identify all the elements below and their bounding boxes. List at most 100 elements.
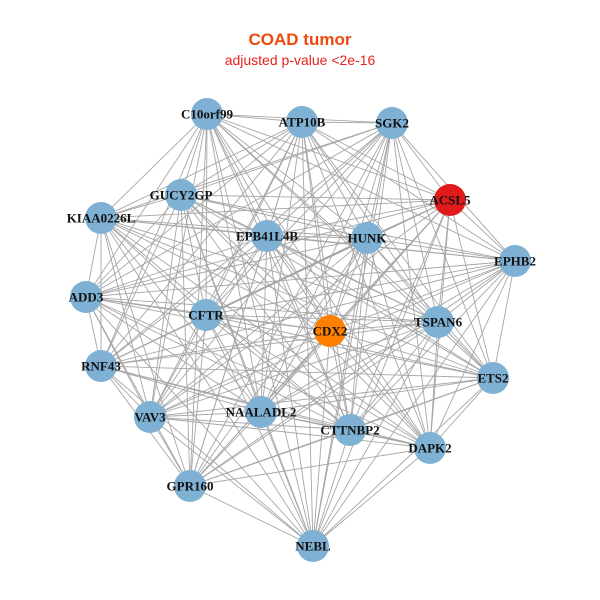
node-hunk[interactable]: [351, 222, 383, 254]
edge-TSPAN6-CTTNBP2: [349, 321, 439, 431]
edge-HUNK-ADD3: [85, 237, 368, 298]
node-cttnbp2[interactable]: [334, 414, 366, 446]
node-cftr[interactable]: [190, 299, 222, 331]
edge-RNF43-NEBL: [100, 365, 314, 547]
edge-ATP10B-DAPK2: [301, 121, 431, 449]
chart-title: COAD tumor: [248, 30, 352, 49]
node-gucy2gp[interactable]: [165, 179, 197, 211]
edge-EPHB2-ETS2: [492, 260, 516, 379]
edge-TSPAN6-RNF43: [100, 321, 439, 367]
node-c10orf99[interactable]: [191, 98, 223, 130]
node-label-add3: ADD3: [69, 290, 104, 305]
node-ephb2[interactable]: [499, 245, 531, 277]
edge-CFTR-CTTNBP2: [205, 314, 351, 431]
node-label-vav3: VAV3: [134, 410, 166, 425]
edge-NAALADL2-GPR160: [189, 411, 262, 487]
node-label-epb41l4b: EPB41L4B: [236, 229, 298, 244]
edge-GPR160-NEBL: [189, 485, 314, 547]
edge-EPB41L4B-HUNK: [266, 235, 368, 239]
edge-ADD3-NEBL: [85, 296, 314, 547]
node-ets2[interactable]: [477, 362, 509, 394]
edge-RNF43-NAALADL2: [100, 365, 262, 413]
edge-SGK2-GUCY2GP: [180, 122, 393, 196]
edge-ATP10B-ADD3: [85, 121, 303, 298]
edge-C10orf99-GPR160: [189, 113, 208, 487]
edge-SGK2-EPB41L4B: [266, 122, 393, 237]
chart-subtitle: adjusted p-value <2e-16: [224, 52, 376, 68]
node-label-sgk2: SGK2: [375, 116, 409, 131]
node-label-cftr: CFTR: [188, 308, 224, 323]
edge-RNF43-ETS2: [100, 365, 494, 379]
edge-ACSL5-NEBL: [312, 199, 451, 547]
edge-SGK2-ACSL5: [391, 122, 451, 201]
edge-VAV3-NAALADL2: [149, 411, 262, 418]
node-label-rnf43: RNF43: [81, 359, 121, 374]
node-sgk2[interactable]: [376, 107, 408, 139]
edge-SGK2-DAPK2: [391, 122, 431, 449]
edge-CDX2-NAALADL2: [260, 330, 331, 413]
node-label-naaladl2: NAALADL2: [226, 405, 297, 420]
node-add3[interactable]: [70, 281, 102, 313]
node-layer: [70, 98, 531, 562]
node-label-nebl: NEBL: [295, 539, 331, 554]
edge-CFTR-CDX2: [205, 314, 331, 332]
edge-EPHB2-RNF43: [100, 260, 516, 367]
node-rnf43[interactable]: [85, 350, 117, 382]
edge-ETS2-NAALADL2: [260, 377, 494, 413]
edge-C10orf99-NEBL: [206, 113, 314, 547]
node-acsl5[interactable]: [434, 184, 466, 216]
edge-ACSL5-CTTNBP2: [349, 199, 451, 431]
edge-ADD3-GPR160: [85, 296, 191, 487]
edge-GUCY2GP-CDX2: [180, 194, 331, 332]
edge-ATP10B-GUCY2GP: [180, 121, 303, 196]
edge-EPB41L4B-CFTR: [205, 235, 268, 316]
edge-ACSL5-ETS2: [449, 199, 494, 379]
node-tspan6[interactable]: [422, 306, 454, 338]
edge-EPHB2-ADD3: [85, 260, 516, 298]
node-naaladl2[interactable]: [245, 396, 277, 428]
edge-DAPK2-GPR160: [189, 447, 431, 487]
edge-EPHB2-TSPAN6: [437, 260, 516, 323]
edge-SGK2-HUNK: [366, 122, 393, 239]
edge-CDX2-RNF43: [100, 330, 331, 367]
edge-ADD3-DAPK2: [85, 296, 431, 449]
node-atp10b[interactable]: [286, 106, 318, 138]
node-label-c10orf99: C10orf99: [181, 107, 233, 122]
node-gpr160[interactable]: [174, 470, 206, 502]
edge-SGK2-ETS2: [391, 122, 494, 379]
edge-CFTR-RNF43: [100, 314, 207, 367]
edge-EPB41L4B-EPHB2: [266, 235, 516, 262]
edge-EPHB2-CTTNBP2: [349, 260, 516, 431]
node-label-acsl5: ACSL5: [429, 193, 471, 208]
edge-EPHB2-NEBL: [312, 260, 516, 547]
edge-ETS2-VAV3: [149, 377, 494, 418]
edge-GUCY2GP-HUNK: [180, 194, 368, 239]
edge-ACSL5-GUCY2GP: [180, 194, 451, 201]
node-nebl[interactable]: [297, 530, 329, 562]
node-vav3[interactable]: [134, 401, 166, 433]
node-label-dapk2: DAPK2: [408, 441, 451, 456]
edge-ADD3-TSPAN6: [85, 296, 439, 323]
node-label-ephb2: EPHB2: [494, 254, 536, 269]
node-kiaa0226l[interactable]: [85, 202, 117, 234]
node-dapk2[interactable]: [414, 432, 446, 464]
edge-ATP10B-ACSL5: [301, 121, 451, 201]
node-label-cttnbp2: CTTNBP2: [320, 423, 379, 438]
edge-CDX2-CTTNBP2: [329, 330, 351, 431]
node-cdx2[interactable]: [314, 315, 346, 347]
edge-ATP10B-EPHB2: [301, 121, 516, 262]
edge-C10orf99-NAALADL2: [206, 113, 262, 413]
edge-HUNK-CDX2: [329, 237, 368, 332]
edge-EPB41L4B-NEBL: [266, 235, 314, 547]
edge-SGK2-TSPAN6: [391, 122, 439, 323]
edge-ACSL5-KIAA0226L: [100, 199, 451, 219]
node-label-hunk: HUNK: [348, 231, 388, 246]
node-epb41l4b[interactable]: [251, 220, 283, 252]
edge-CDX2-DAPK2: [329, 330, 431, 449]
edge-ATP10B-NAALADL2: [260, 121, 303, 413]
edge-ETS2-NEBL: [312, 377, 494, 547]
node-label-gucy2gp: GUCY2GP: [150, 188, 213, 203]
edge-EPHB2-DAPK2: [429, 260, 516, 449]
edge-DAPK2-NEBL: [312, 447, 431, 547]
